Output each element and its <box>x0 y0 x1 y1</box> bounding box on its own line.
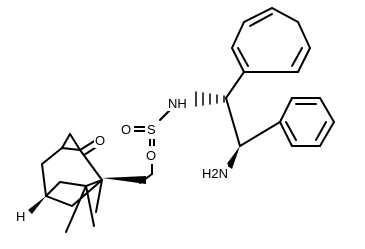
bond-c7-c5 <box>59 181 87 187</box>
wedge-bond-c5-h <box>28 196 46 214</box>
bond-methyl-1 <box>65 185 87 233</box>
bond-ch2-phenyl <box>239 121 281 147</box>
sulfonyl-oxygen-2-label: O <box>146 148 156 163</box>
bond-c4-c5 <box>41 163 47 197</box>
atom-sulfur: S <box>145 119 159 139</box>
bond-c2-o <box>79 139 97 151</box>
bond-c5-c6 <box>45 195 73 207</box>
phenyl-ring-lower <box>279 97 335 147</box>
bond-c2-c3 <box>61 147 81 151</box>
atom-sulfonyl-oxygen-1: O <box>120 119 134 137</box>
bond-nh-s <box>159 109 171 121</box>
atom-sulfonyl-oxygen-2: O <box>145 146 159 164</box>
bond-c3-c4 <box>41 147 63 165</box>
ketone-oxygen-label: O <box>95 133 105 148</box>
bond-methyl-2 <box>85 185 95 227</box>
phenyl-ring-upper <box>231 7 311 73</box>
bond-ch1-ch2 <box>225 97 241 147</box>
bridgehead-hydrogen-label: H <box>16 209 25 224</box>
sulfur-label: S <box>147 122 156 137</box>
sulfonyl-oxygen-1-label: O <box>121 122 131 137</box>
atom-amide-nitrogen: NH <box>166 95 188 111</box>
atom-amine: H2N <box>200 164 228 182</box>
h2n-label: H2N <box>202 166 228 181</box>
bond-ch1-phenyl <box>225 71 245 99</box>
wedge-bond-c1-ch2 <box>102 176 146 184</box>
bond-c1-c7 <box>85 179 103 187</box>
hashed-bond-ch1-nh <box>195 91 225 107</box>
nh-label: NH <box>168 96 187 111</box>
atom-bridgehead-hydrogen: H <box>16 207 28 224</box>
atom-ketone-oxygen: O <box>94 130 108 148</box>
wedge-bond-ch2-nh2 <box>226 146 240 169</box>
